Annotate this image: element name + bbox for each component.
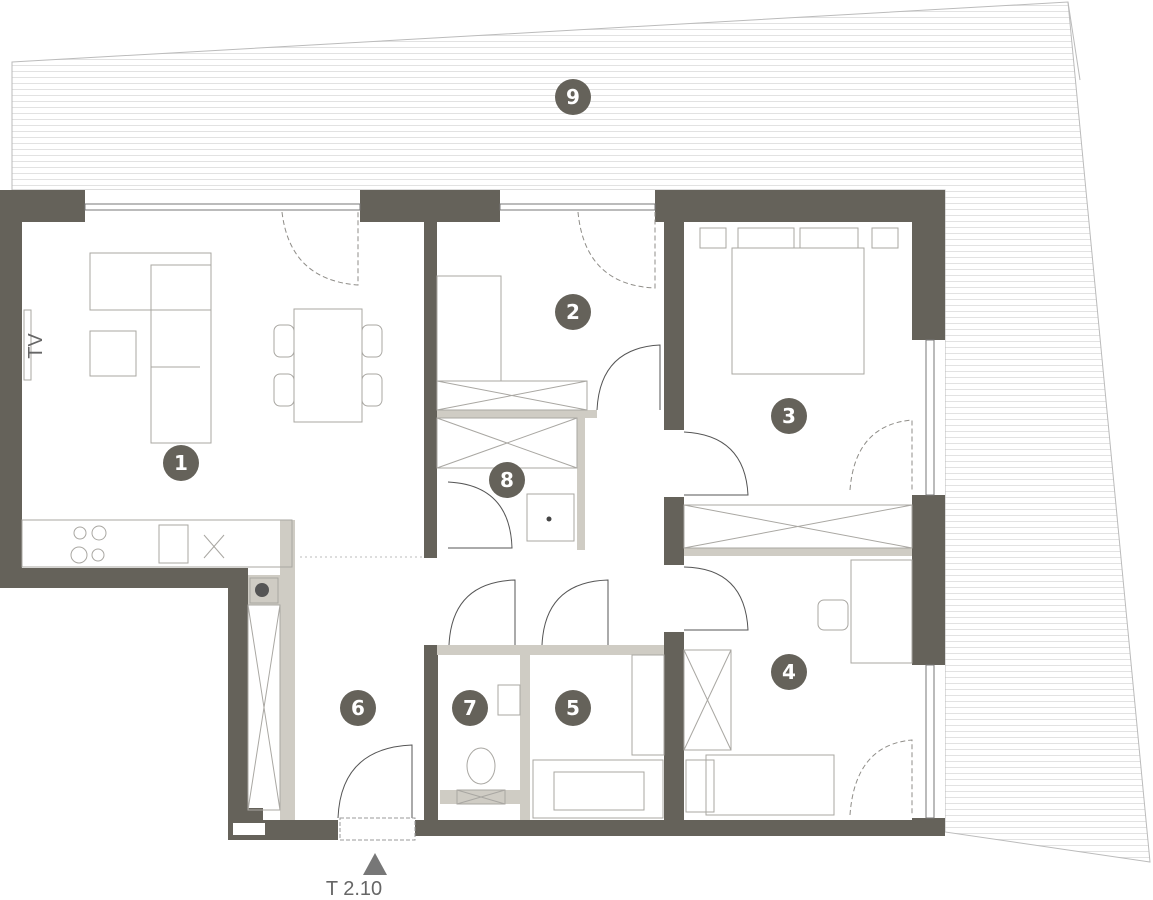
- svg-text:3: 3: [782, 404, 796, 428]
- room-badge-7: 7: [452, 690, 488, 726]
- room-badge-9: 9: [555, 79, 591, 115]
- svg-text:1: 1: [174, 451, 188, 475]
- room-badge-6: 6: [340, 690, 376, 726]
- room-badge-8: 8: [489, 462, 525, 498]
- doors: [281, 211, 913, 841]
- room-badge-4: 4: [771, 654, 807, 690]
- svg-text:9: 9: [566, 85, 580, 109]
- entrance-arrow-icon: [363, 853, 387, 875]
- entrance-label: T 2.10: [326, 878, 382, 900]
- svg-text:6: 6: [351, 696, 365, 720]
- terrace-edge: [1067, 1, 1081, 81]
- room-badge-3: 3: [771, 398, 807, 434]
- room-badge-2: 2: [555, 294, 591, 330]
- interior-floor: [0, 190, 945, 840]
- svg-text:2: 2: [566, 300, 580, 324]
- tv-label: TV: [25, 333, 47, 359]
- room-badge-1: 1: [163, 445, 199, 481]
- windows: [84, 203, 935, 819]
- room-badge-5: 5: [555, 690, 591, 726]
- svg-text:5: 5: [566, 696, 580, 720]
- furniture: [21, 227, 913, 819]
- walls: [0, 190, 945, 840]
- svg-text:4: 4: [782, 660, 796, 684]
- svg-text:8: 8: [500, 468, 514, 492]
- svg-text:7: 7: [463, 696, 477, 720]
